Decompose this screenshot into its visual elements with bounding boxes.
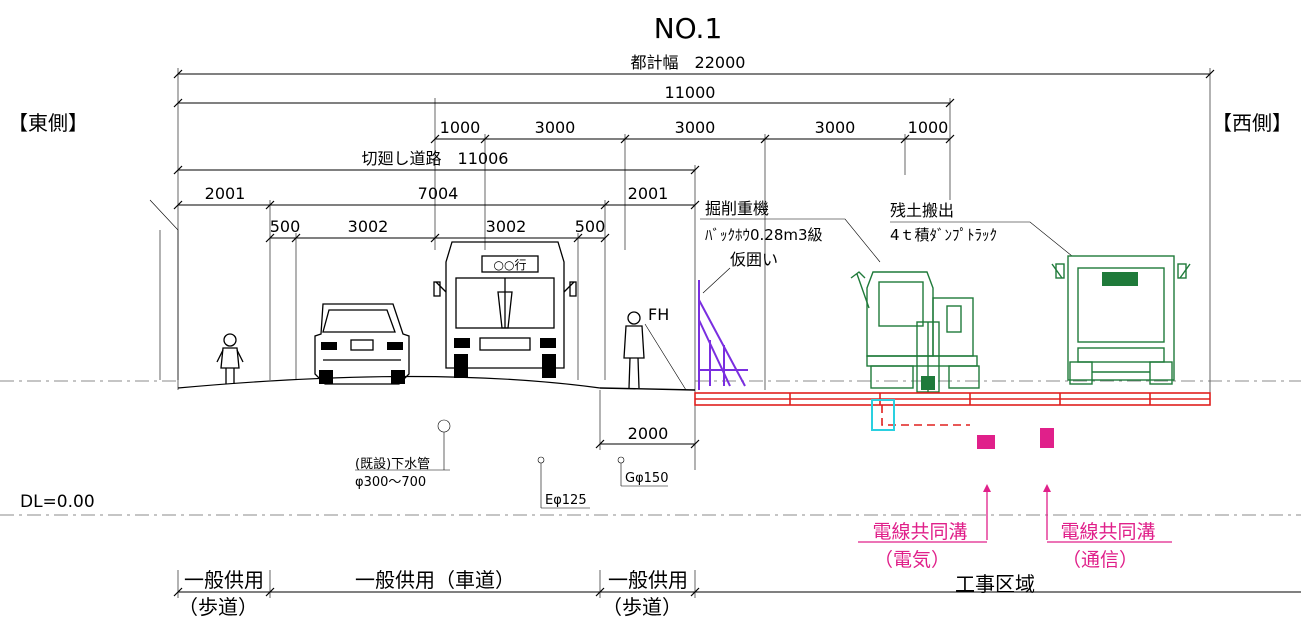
seg-500-left: 500: [270, 217, 301, 236]
gas-pipe: [617, 456, 668, 487]
seg-3002-left: 3002: [348, 217, 389, 236]
west-side-label: 【西側】: [1212, 111, 1292, 135]
seg-3000-b: 3000: [675, 118, 716, 137]
seg-3000-a: 3000: [535, 118, 576, 137]
seg-3002-right: 3002: [486, 217, 527, 236]
fh-label: FH: [648, 305, 669, 324]
truck-spec: 4ｔ積ﾀﾞﾝﾌﾟﾄﾗｯｸ: [890, 226, 997, 244]
total-width-label: 都計幅 22000: [631, 53, 746, 72]
electric-pipe: [537, 456, 590, 509]
seg-1000-b: 1000: [908, 118, 949, 137]
half-width-label: 11000: [665, 83, 716, 102]
truck-title: 残土搬出: [890, 201, 954, 220]
zone-sidewalk-right-sub: （歩道）: [602, 595, 682, 619]
sewer-label-1: (既設)下水管: [355, 456, 430, 472]
pedestrian-icon: [623, 311, 645, 389]
seg-500-right: 500: [575, 217, 606, 236]
comm-duct-sub: （通信）: [1062, 549, 1138, 571]
comm-duct-title: 電線共同溝: [1060, 521, 1155, 543]
fence-icon: [698, 280, 748, 390]
excavator-spec: ﾊﾞｯｸﾎｳ0.28m3級: [705, 226, 823, 244]
excavator-title: 掘削重機: [705, 199, 769, 218]
datum-label: DL=0.00: [20, 492, 95, 512]
electric-pipe-label: Eφ125: [545, 493, 587, 508]
seg-7004: 7004: [418, 184, 459, 203]
drawing-title: NO.1: [654, 12, 723, 45]
bus-destination-sign: ○○行: [494, 258, 527, 272]
zone-roadway: 一般供用（車道）: [355, 568, 515, 592]
detour-road-label: 切廻し道路 11006: [362, 149, 509, 168]
power-duct-icon: [858, 435, 995, 543]
seg-2001-left: 2001: [205, 184, 246, 203]
sewer-pipe: [355, 419, 451, 471]
zone-construction: 工事区域: [955, 572, 1035, 596]
zone-bar: [173, 570, 1301, 598]
fence-label: 仮囲い: [730, 250, 778, 269]
power-duct-title: 電線共同溝: [872, 521, 967, 543]
seg-1000-a: 1000: [440, 118, 481, 137]
trench-excavation: [694, 392, 1211, 431]
seg-3000-c: 3000: [815, 118, 856, 137]
dimension-lines: [173, 68, 1215, 470]
east-side-label: 【東側】: [8, 111, 88, 135]
ground-line: [0, 199, 1301, 516]
car-icon: [314, 303, 410, 385]
child-icon: [216, 333, 244, 384]
gas-pipe-label: Gφ150: [625, 471, 668, 486]
dump-truck-icon: [1051, 255, 1191, 385]
zone-sidewalk-right-title: 一般供用: [608, 568, 688, 592]
zone-sidewalk-left-title: 一般供用: [184, 568, 264, 592]
sewer-label-2: φ300～700: [355, 475, 426, 490]
seg-2001-right: 2001: [628, 184, 669, 203]
power-duct-sub: （電気）: [874, 549, 950, 571]
zone-sidewalk-left-sub: （歩道）: [178, 595, 258, 619]
comm-duct-icon: [1040, 428, 1172, 543]
bus-icon: ○○行: [433, 241, 577, 378]
excavator-icon: [850, 271, 980, 393]
work-offset-label: 2000: [628, 424, 669, 443]
